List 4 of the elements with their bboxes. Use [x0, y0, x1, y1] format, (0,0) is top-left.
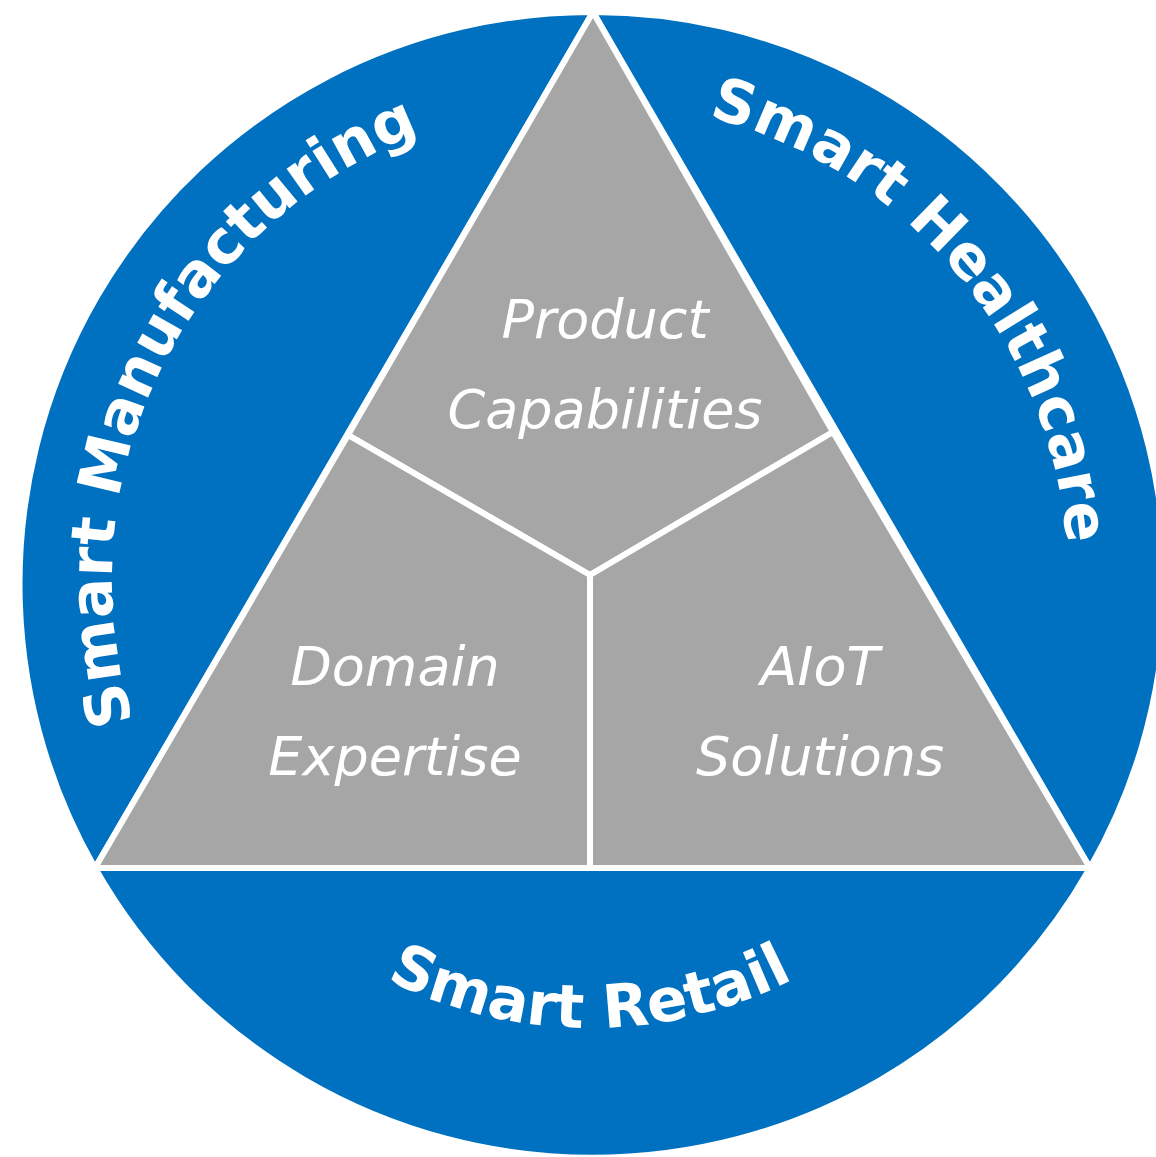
segment-label: Smart Retail — [380, 928, 800, 1043]
section-label: Domain Expertise — [268, 635, 522, 788]
section-label: AIoT Solutions — [695, 635, 945, 788]
section-label: Product Capabilities — [447, 288, 763, 441]
